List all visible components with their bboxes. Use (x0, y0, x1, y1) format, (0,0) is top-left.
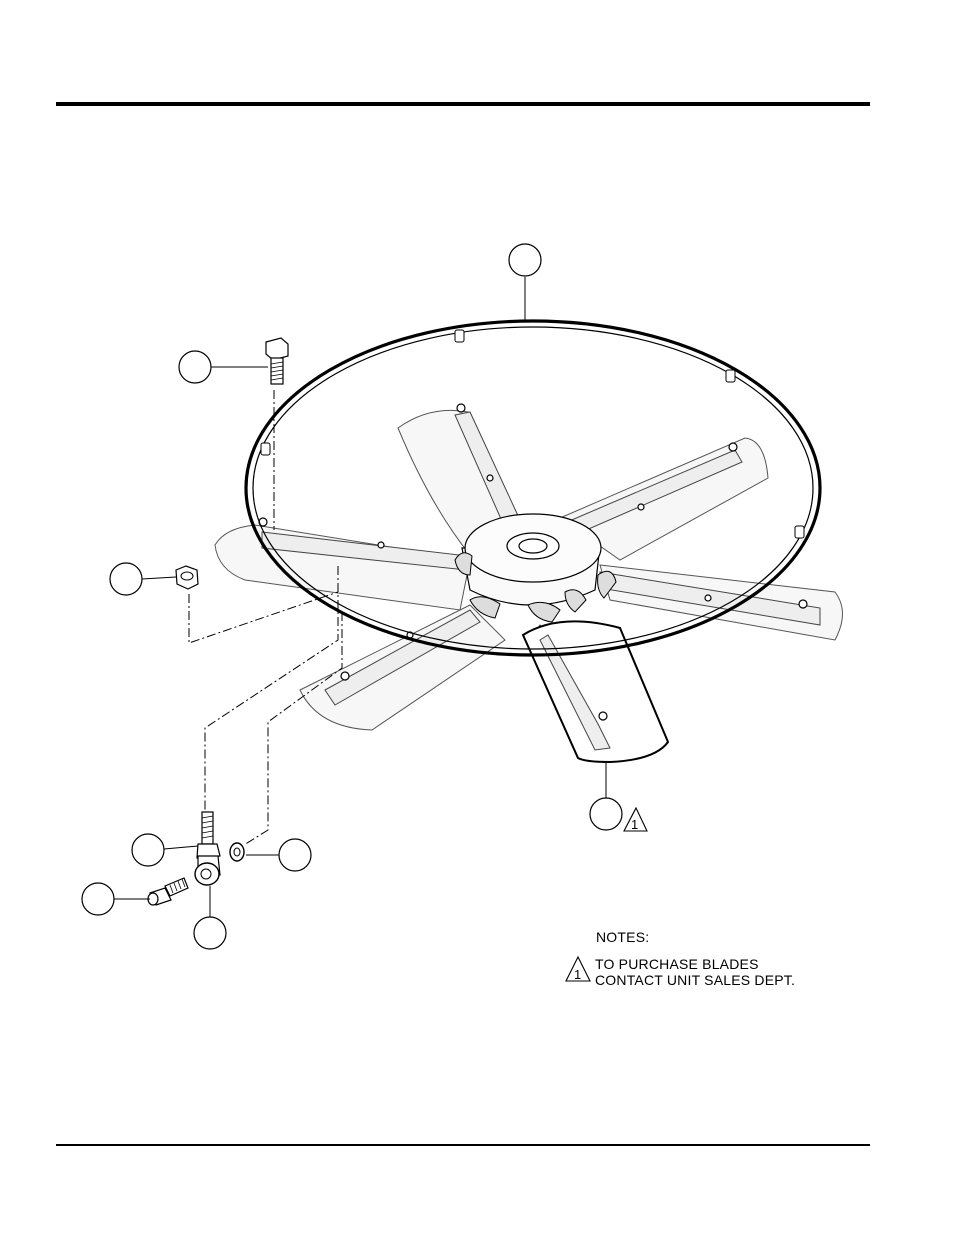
blade-left (215, 525, 470, 610)
assembly-lines (189, 390, 342, 845)
callout-balloon-stud (132, 834, 164, 866)
note-1-text: TO PURCHASE BLADES CONTACT UNIT SALES DE… (595, 956, 795, 988)
rod-end-icon (195, 856, 220, 885)
hex-bolt-icon (266, 338, 288, 384)
cap-screw-icon (148, 878, 188, 905)
callout-balloon-blade (590, 798, 622, 830)
callout-balloon-cap-screw (82, 883, 114, 915)
callout-balloon-ring (509, 244, 541, 276)
hex-nut-icon (176, 566, 198, 589)
note-1-marker: 1 (574, 967, 581, 982)
washer-icon (230, 843, 244, 861)
callout-balloon-washer (279, 839, 311, 871)
note-1-line-2: CONTACT UNIT SALES DEPT. (595, 972, 795, 988)
callout-balloon-nut (110, 563, 142, 595)
note-1-triangle-icon: 1 (566, 957, 590, 982)
note-1-line-1: TO PURCHASE BLADES (595, 956, 795, 972)
stud-icon (197, 812, 220, 858)
callout-balloon-rod-end (194, 917, 226, 949)
callout-balloon-bolt (179, 351, 211, 383)
blade-note-marker: 1 (631, 817, 638, 832)
fan-hub (455, 514, 616, 622)
blade-note-triangle-icon: 1 (624, 808, 647, 832)
notes-heading: NOTES: (596, 929, 649, 945)
